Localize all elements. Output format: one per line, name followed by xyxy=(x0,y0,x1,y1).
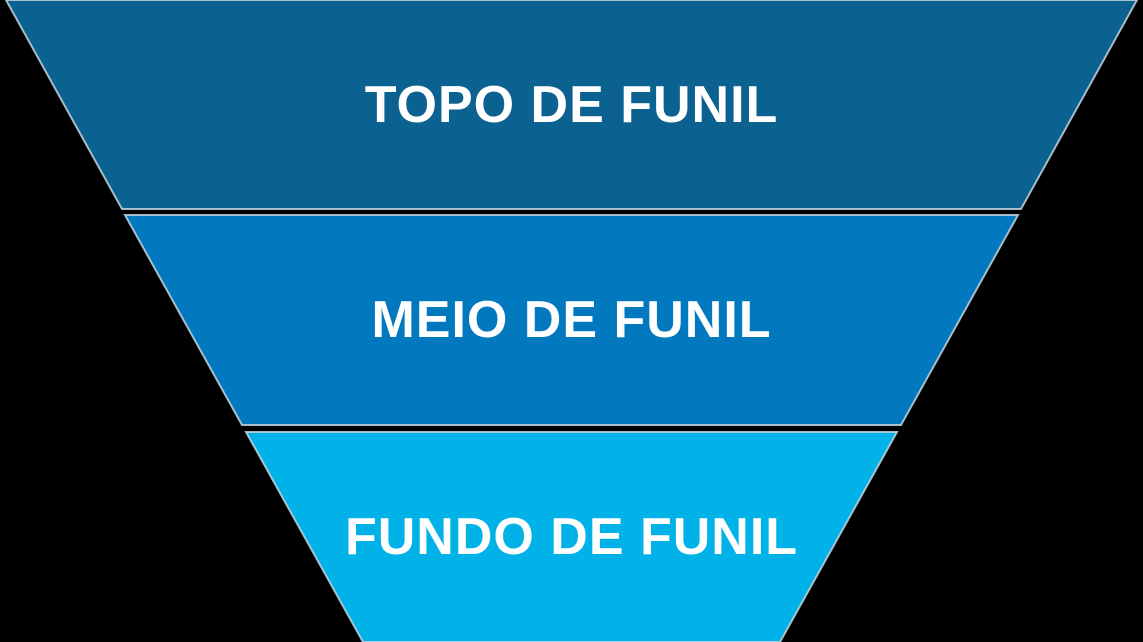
funnel-section-topo xyxy=(4,0,1139,210)
funnel-section-fundo xyxy=(244,431,899,642)
funnel-section-meio xyxy=(123,214,1020,426)
